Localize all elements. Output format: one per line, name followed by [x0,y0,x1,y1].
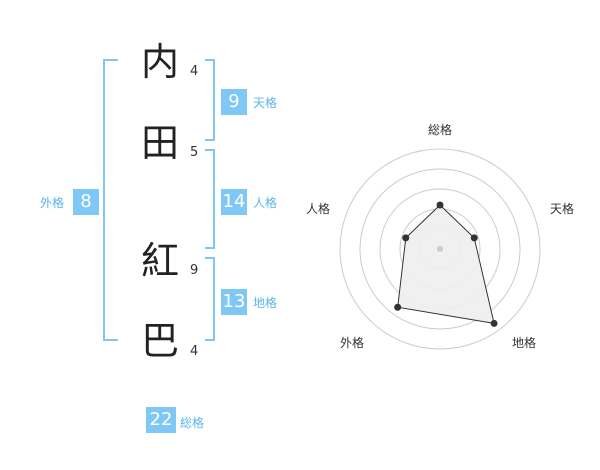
name-char-3: 紅 [140,239,179,283]
radar-point-1 [470,234,478,242]
axis-label-jinkaku: 人格 [306,201,330,216]
radar-ring [359,168,521,330]
jinkaku-bracket [205,149,215,249]
axis-label-chikaku: 地格 [512,335,536,350]
name-char-4: 巴 [140,319,179,363]
brackets [103,59,215,341]
jinkaku-label: 人格 [253,196,278,210]
radar-point-0 [436,201,444,209]
radar-point-4 [402,234,410,242]
tenkaku-label: 天格 [253,96,278,110]
radar-area [397,204,495,325]
soukaku-value-box: 22 [146,407,176,433]
stroke-count-1: 4 [190,64,199,79]
radar-points [394,201,498,327]
radar-center-dot [437,246,443,252]
gaikaku-bracket [103,59,118,341]
tenkaku-bracket [205,59,215,141]
chikaku-label: 地格 [253,296,278,310]
jinkaku-value-box: 14 [221,189,247,215]
gaikaku-label: 外格 [40,196,65,210]
radar-chart: 総格 天格 地格 外格 人格 [306,122,574,350]
axis-label-tenkaku: 天格 [550,201,574,216]
tenkaku-value-box: 9 [221,89,247,115]
axis-label-soukaku: 総格 [428,122,452,137]
chikaku-bracket [205,257,215,341]
gaikaku-value-box: 8 [73,189,99,215]
radar-point-2 [490,319,498,327]
name-char-2: 田 [140,121,179,165]
chikaku-value-box: 13 [221,289,247,315]
radar-point-3 [394,303,402,311]
stroke-count-4: 4 [190,344,199,359]
soukaku-label: 総格 [180,416,205,430]
stroke-count-3: 9 [190,263,199,278]
name-char-1: 内 [140,40,179,84]
stroke-count-2: 5 [190,145,199,160]
radar-ring [339,148,541,350]
axis-label-gaikaku: 外格 [340,335,364,350]
